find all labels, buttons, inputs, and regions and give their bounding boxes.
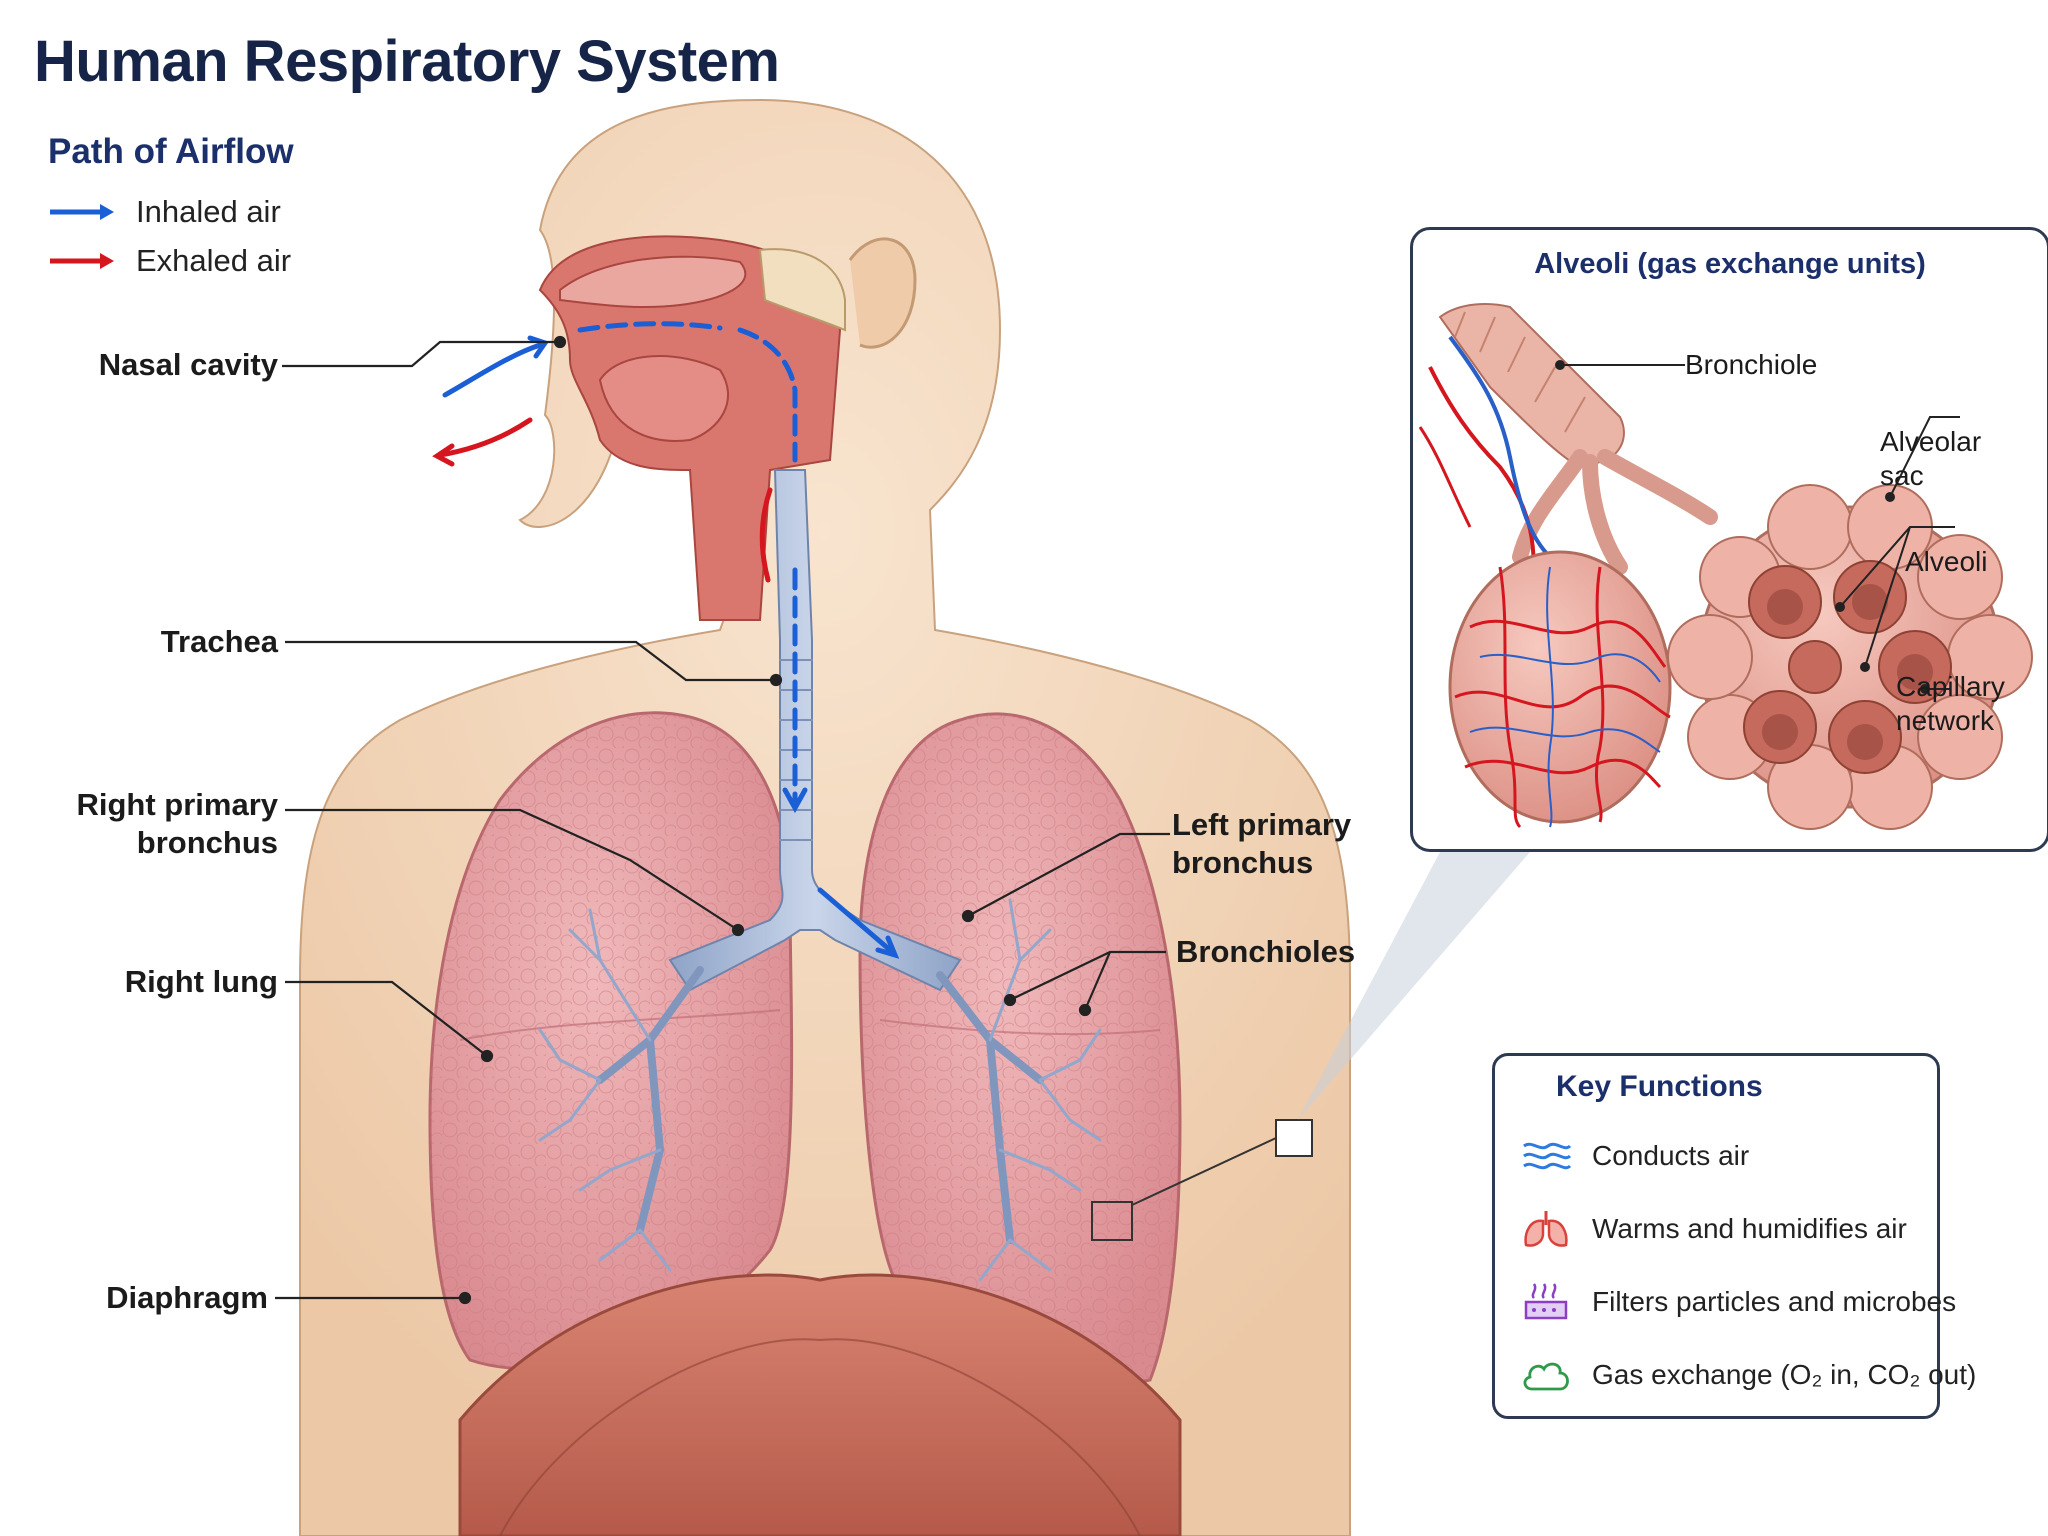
label-right-lung: Right lung bbox=[124, 964, 278, 999]
airway-tree bbox=[538, 469, 1102, 1282]
key-function-row: Filters particles and microbes bbox=[1520, 1279, 1956, 1325]
label-leaders bbox=[275, 335, 1170, 1305]
key-function-label: Gas exchange (O₂ in, CO₂ out) bbox=[1592, 1359, 1977, 1390]
lungs bbox=[428, 711, 1182, 1387]
alveolar-sac bbox=[1667, 484, 2033, 830]
key-function-label: Filters particles and microbes bbox=[1592, 1286, 1957, 1317]
legend-label-inhaled: Inhaled air bbox=[136, 194, 281, 229]
inset-label-alveolar-sac-line2: sac bbox=[1880, 460, 1924, 491]
inset-label-alveoli: Alveoli bbox=[1905, 546, 1988, 577]
legend-item-exhaled: Exhaled air bbox=[48, 241, 291, 281]
diaphragm-shape bbox=[458, 1273, 1182, 1536]
label-left-primary-bronchus-line1: Left primary bbox=[1172, 807, 1352, 842]
label-diaphragm: Diaphragm bbox=[106, 1280, 268, 1315]
capillary-cluster bbox=[1448, 550, 1672, 829]
zoom-region-box bbox=[1091, 1201, 1133, 1241]
label-nasal-cavity: Nasal cavity bbox=[98, 347, 278, 382]
legend-heading: Path of Airflow bbox=[48, 132, 294, 171]
key-function-row: Gas exchange (O₂ in, CO₂ out) bbox=[1520, 1352, 1976, 1398]
legend-item-inhaled: Inhaled air bbox=[48, 192, 281, 232]
key-function-label: Warms and humidifies air bbox=[1592, 1213, 1907, 1244]
airflow-arrows bbox=[432, 321, 900, 959]
label-bronchioles: Bronchioles bbox=[1176, 934, 1356, 969]
red-arrow-icon bbox=[50, 253, 114, 269]
inset-leaders bbox=[1555, 360, 1960, 694]
bronchiole-tube bbox=[1438, 303, 1718, 575]
blue-arrow-icon bbox=[50, 204, 114, 220]
inset-label-alveolar-sac-line1: Alveolar bbox=[1880, 426, 1982, 457]
legend-label-exhaled: Exhaled air bbox=[136, 243, 292, 278]
key-function-label: Conducts air bbox=[1592, 1140, 1750, 1171]
inset-label-bronchiole: Bronchiole bbox=[1685, 349, 1818, 380]
lungs-icon bbox=[1524, 1211, 1568, 1247]
alveoli-illustration bbox=[1418, 303, 2033, 830]
inset-title: Alveoli (gas exchange units) bbox=[1534, 248, 1926, 280]
zoom-cone bbox=[1298, 852, 1530, 1120]
label-trachea: Trachea bbox=[160, 624, 278, 659]
inset-label-capillary-network-line2: network bbox=[1896, 705, 1995, 736]
key-functions-heading: Key Functions bbox=[1556, 1070, 1763, 1103]
cloud-icon bbox=[1523, 1362, 1569, 1391]
label-left-primary-bronchus-line2: bronchus bbox=[1172, 845, 1314, 880]
key-function-row: Warms and humidifies air bbox=[1520, 1206, 1907, 1252]
inset-label-capillary-network-line1: Capillary bbox=[1896, 671, 2005, 702]
filter-particles-icon bbox=[1524, 1283, 1568, 1320]
label-right-primary-bronchus-line2: bronchus bbox=[136, 825, 278, 860]
label-right-primary-bronchus-line1: Right primary bbox=[76, 787, 278, 822]
airflow-waves-icon bbox=[1523, 1142, 1572, 1170]
page-title: Human Respiratory System bbox=[34, 29, 780, 94]
zoom-callout-box bbox=[1275, 1119, 1313, 1157]
key-function-row: Conducts air bbox=[1520, 1133, 1749, 1179]
